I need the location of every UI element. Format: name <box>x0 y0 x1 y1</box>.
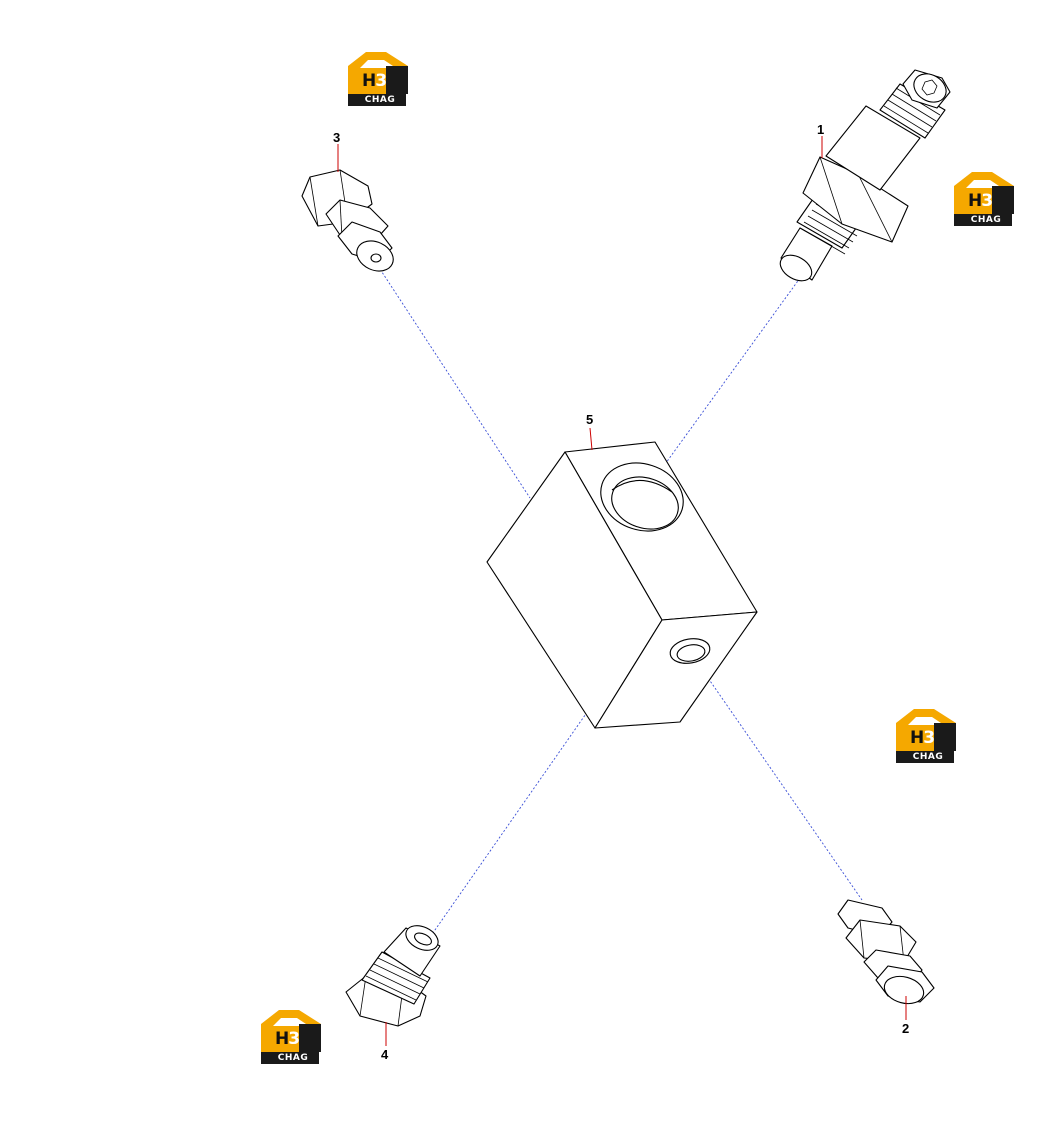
brand-logo: H3 CHAG <box>894 707 956 763</box>
axis-part-3 <box>377 265 531 499</box>
brand-logo-mark: H3 <box>968 191 993 211</box>
brand-logo-mark: H3 <box>362 71 387 91</box>
brand-logo-mark: H3 <box>910 728 935 748</box>
callout-3: 3 <box>333 130 341 145</box>
part-4-bore <box>414 932 432 946</box>
callout-1: 1 <box>817 122 825 137</box>
part-2-face <box>883 975 925 1005</box>
brand-logo: H3 CHAG <box>952 170 1014 226</box>
fitting-part-4 <box>345 925 441 1027</box>
brand-logo-icon <box>261 1010 321 1064</box>
axis-part-1 <box>654 277 801 479</box>
fitting-part-3 <box>301 169 394 272</box>
callout-5: 5 <box>586 412 594 427</box>
part-1-top-thread <box>879 83 946 139</box>
part-1-hex-socket <box>921 79 938 96</box>
part-3-bore <box>370 253 382 263</box>
leader-lines <box>337 136 907 1046</box>
part-4-threads <box>365 957 429 1001</box>
brand-logo-mark: H3 <box>275 1029 300 1049</box>
block-side-port-inner <box>676 644 706 662</box>
block-top-port-bore <box>611 479 673 493</box>
assembly-axes <box>377 265 863 941</box>
valve-block-part-5 <box>486 441 758 729</box>
relief-valve-part-1 <box>779 69 951 282</box>
axis-part-4 <box>427 707 591 941</box>
brand-logo-icon <box>348 52 408 106</box>
brand-logo-label: CHAG <box>912 752 944 762</box>
block-top-port-inner <box>611 476 679 530</box>
brand-logo-label: CHAG <box>970 215 1002 225</box>
callout-4: 4 <box>381 1047 389 1062</box>
brand-logo-label: CHAG <box>277 1053 309 1063</box>
leader-5 <box>589 427 593 451</box>
part-1-body <box>825 105 921 191</box>
brand-logo: H3 CHAG <box>259 1008 321 1064</box>
fitting-part-2 <box>837 899 935 1005</box>
brand-logo-icon <box>954 172 1014 226</box>
brand-logo-label: CHAG <box>364 95 396 105</box>
part-1-nose-end <box>779 254 813 282</box>
brand-logo: H3 CHAG <box>346 50 408 106</box>
brand-logo-icon <box>896 709 956 763</box>
callout-2: 2 <box>902 1021 910 1036</box>
axis-part-2 <box>689 651 863 901</box>
block-right-face <box>594 611 758 729</box>
